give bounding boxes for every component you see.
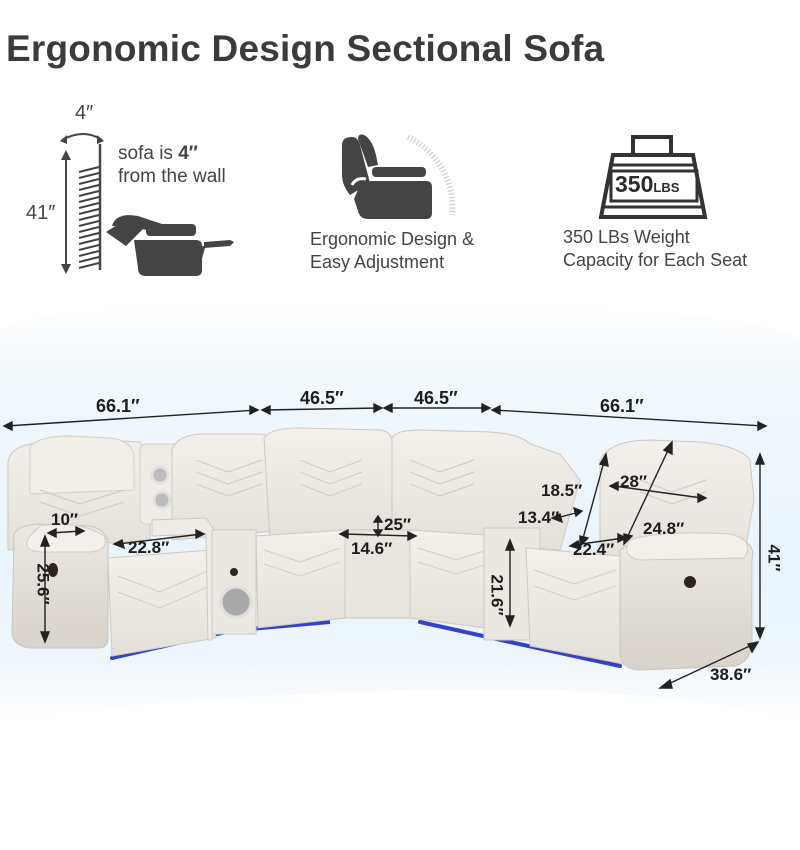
feature-wall-clearance: 4″ 41″ sofa is 4″	[20, 100, 280, 280]
dim-back-height-inner: 18.5″	[541, 481, 583, 500]
ergonomic-text: Ergonomic Design & Easy Adjustment	[310, 229, 475, 272]
feature-weight-capacity: 350LBS 350 LBs Weight Capacity for Each …	[555, 135, 795, 285]
dim-left-seat-width: 22.8″	[128, 538, 170, 557]
feature-ergonomic-design: Ergonomic Design & Easy Adjustment	[300, 125, 530, 285]
dim-right-seat-width: 22.4″	[573, 540, 615, 559]
dim-back-height-outer: 28″	[620, 472, 648, 491]
sectional-sofa-image	[7, 427, 755, 671]
weight-capacity-text: 350 LBs Weight Capacity for Each Seat	[563, 227, 748, 270]
wall-gap-label: 4″	[75, 102, 94, 124]
dimension-lines	[2, 402, 768, 689]
dim-top-right-width: 66.1″	[600, 396, 644, 416]
dim-seat-depth: 24.8″	[643, 519, 685, 538]
dim-top-center-right-width: 46.5″	[414, 388, 458, 408]
dim-console-width: 13.4″	[518, 508, 560, 527]
page-title: Ergonomic Design Sectional Sofa	[6, 28, 605, 69]
dim-corner-seat-depth: 25″	[384, 515, 412, 534]
wall-clearance-recliner-icon	[60, 133, 234, 276]
dim-top-center-left-width: 46.5″	[300, 388, 344, 408]
weight-badge: 350LBS	[615, 171, 680, 197]
dim-top-left-width: 66.1″	[96, 396, 140, 416]
background-wave	[0, 690, 800, 850]
dim-total-height: 41″	[764, 544, 784, 572]
dim-console-height: 21.6″	[487, 574, 507, 616]
dim-corner-seat-width: 14.6″	[351, 539, 393, 558]
dim-arm-height: 25.6″	[33, 563, 53, 605]
dim-total-depth: 38.6″	[710, 665, 752, 684]
weight-350lbs-icon	[598, 135, 708, 219]
ergonomic-recliner-icon	[342, 134, 456, 219]
wall-height-label: 41″	[26, 202, 56, 224]
dim-armrest-width: 10″	[51, 510, 79, 529]
wall-clearance-text: sofa is 4″ from the wall	[118, 143, 226, 187]
